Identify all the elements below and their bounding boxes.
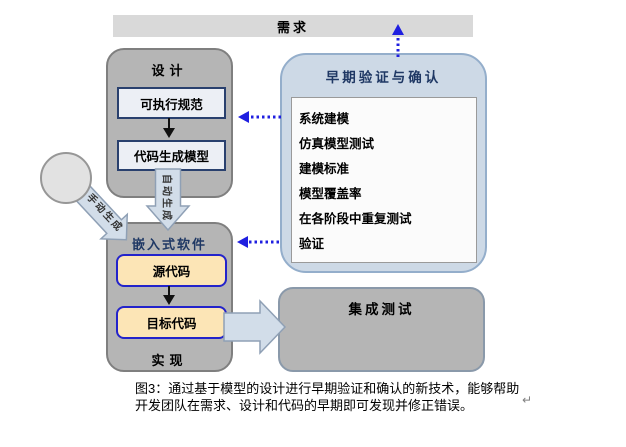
- source-code-label: 源代码: [152, 265, 191, 279]
- executable-spec-label: 可执行规范: [140, 97, 203, 112]
- implementation-title: 实现: [151, 353, 188, 368]
- early-verification-title: 早期验证与确认: [325, 70, 442, 85]
- codegen-model-box: 代码生成模型: [117, 140, 226, 171]
- target-code-box: 目标代码: [116, 306, 227, 339]
- target-to-integration-arrow: [223, 299, 287, 355]
- early-verification-box: 早期验证与确认 系统建模 仿真模型测试 建模标准 模型覆盖率 在各阶段中重复测试…: [280, 53, 487, 273]
- implementation-box: 嵌入式软件 源代码 目标代码 实现: [106, 222, 233, 372]
- list-item: 在各阶段中重复测试: [299, 212, 412, 226]
- figure-caption: 图3：通过基于模型的设计进行早期验证和确认的新技术，能够帮助 开发团队在需求、设…: [135, 381, 543, 414]
- list-item: 系统建模: [299, 112, 350, 126]
- integration-test-title: 集成测试: [348, 302, 415, 317]
- manual-generation-circle: [40, 152, 92, 204]
- list-item: 仿真模型测试: [299, 137, 375, 151]
- list-item: 验证: [299, 237, 325, 251]
- requirements-label: 需求: [276, 19, 309, 35]
- caption-line-2: 开发团队在需求、设计和代码的早期即可发现并修正错误。: [135, 397, 474, 413]
- executable-spec-box: 可执行规范: [117, 87, 226, 119]
- list-item: 建模标准: [299, 162, 350, 176]
- verification-activities-list: 系统建模 仿真模型测试 建模标准 模型覆盖率 在各阶段中重复测试 验证: [291, 97, 477, 263]
- embedded-software-label: 嵌入式软件: [131, 237, 207, 252]
- feedback-arrow-to-embedded: [237, 236, 279, 248]
- feedback-arrow-to-design: [238, 111, 281, 123]
- requirements-bar: 需求: [113, 15, 473, 37]
- target-code-label: 目标代码: [146, 317, 197, 331]
- list-item: 模型覆盖率: [299, 187, 362, 201]
- integration-test-box: 集成测试: [278, 287, 485, 372]
- auto-generate-label: 自动生成: [160, 174, 172, 222]
- codegen-model-label: 代码生成模型: [133, 150, 209, 164]
- design-title: 设计: [151, 63, 188, 78]
- caption-line-1: 图3：通过基于模型的设计进行早期验证和确认的新技术，能够帮助: [135, 381, 520, 396]
- source-code-box: 源代码: [116, 254, 227, 287]
- paragraph-return-mark: ↵: [522, 393, 533, 407]
- design-box: 设计 可执行规范 代码生成模型: [106, 48, 233, 198]
